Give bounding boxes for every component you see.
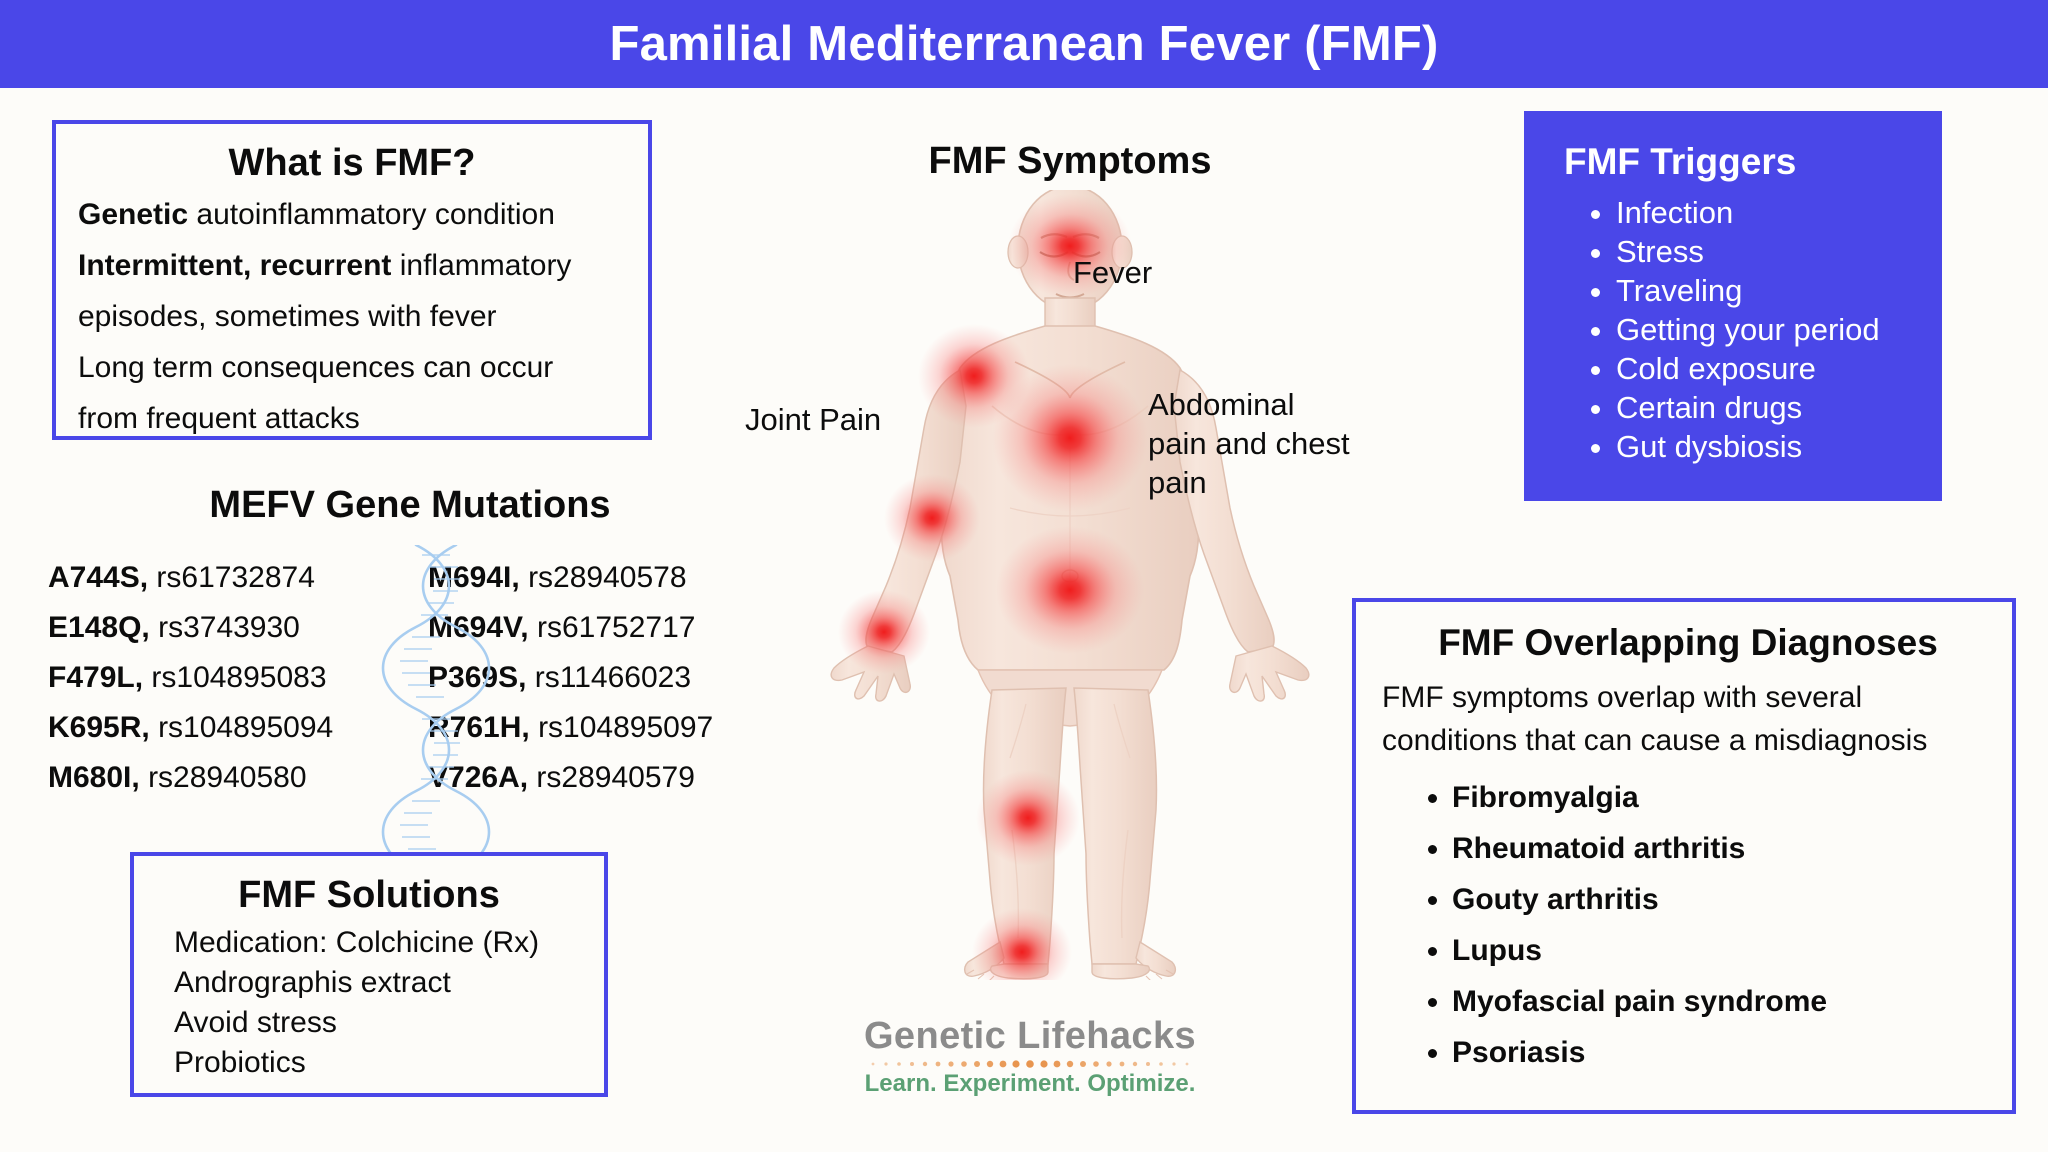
page-title: Familial Mediterranean Fever (FMF) [609,17,1439,71]
mefv-rsid: rs28940578 [528,561,687,594]
logo-name: Genetic Lifehacks [863,1015,1197,1057]
mefv-row: V726A, rs28940579 [428,753,780,803]
mefv-mutation: P369S, [428,661,527,694]
what-is-fmf-line-rest: episodes, sometimes with fever [78,300,497,333]
fmf-solutions-title: FMF Solutions [238,874,500,916]
fmf-overlap-item: Rheumatoid arthritis [1452,823,2002,874]
mefv-rsid: rs28940579 [536,761,695,794]
mefv-row: K695R, rs104895094 [48,703,400,753]
mefv-rsid: rs28940580 [148,761,307,794]
symptom-label-joint-pain: Joint Pain [745,402,882,437]
pain-marker-abdomen [996,526,1144,654]
what-is-fmf-panel: What is FMF? Genetic autoinflammatory co… [52,120,652,440]
mefv-row: M694I, rs28940578 [428,553,780,603]
page-header: Familial Mediterranean Fever (FMF) [0,0,2048,88]
what-is-fmf-title: What is FMF? [228,142,476,184]
mefv-title: MEFV Gene Mutations [209,484,611,526]
fmf-overlap-item: Fibromyalgia [1452,772,2002,823]
fmf-solutions-panel: FMF Solutions Medication: Colchicine (Rx… [130,852,608,1097]
fmf-trigger-item: Gut dysbiosis [1616,427,1932,466]
mefv-rsid: rs11466023 [534,661,692,694]
symptom-label-fever: Fever [1073,255,1153,290]
what-is-fmf-line: Genetic autoinflammatory condition [78,189,626,240]
mefv-row: E148Q, rs3743930 [48,603,400,653]
mefv-mutation: K695R, [48,711,150,744]
fmf-trigger-item: Traveling [1616,271,1932,310]
mefv-rsid: rs61732874 [156,561,315,594]
mefv-left-column: A744S, rs61732874 E148Q, rs3743930 F479L… [40,553,400,803]
fmf-solutions-item: Andrographis extract [174,966,451,999]
what-is-fmf-line: Intermittent, recurrent inflammatory [78,240,626,291]
pain-marker-wrist [838,590,930,674]
fmf-solutions-item: Avoid stress [174,1006,337,1039]
mefv-mutation: E148Q, [48,611,150,644]
pain-markers [838,194,1148,980]
fmf-symptoms-title: FMF Symptoms [928,140,1212,182]
fmf-overlap-item: Myofascial pain syndrome [1452,976,2002,1027]
genetic-lifehacks-logo: Genetic Lifehacks [845,1015,1215,1098]
mefv-row: A744S, rs61732874 [48,553,400,603]
mefv-row: P369S, rs11466023 [428,653,780,703]
symptom-label-abdominal-chest-pain: Abdominal pain and chest pain [1148,387,1350,500]
mefv-mutation: A744S, [48,561,149,594]
what-is-fmf-line-rest: inflammatory [391,249,572,282]
mefv-right-column: M694I, rs28940578 M694V, rs61752717 P369… [400,553,780,803]
fmf-overlap-item: Lupus [1452,925,2002,976]
what-is-fmf-line: from frequent attacks [78,393,626,444]
pain-marker-chest [992,364,1148,512]
fmf-solutions-item: Medication: Colchicine (Rx) [174,926,540,959]
what-is-fmf-line: episodes, sometimes with fever [78,291,626,342]
fmf-solutions-item: Probiotics [174,1046,306,1079]
fmf-trigger-item: Stress [1616,232,1932,271]
what-is-fmf-line-rest: Long term consequences can occur [78,351,554,384]
fmf-trigger-item: Infection [1616,193,1932,232]
fmf-overlap-item: Gouty arthritis [1452,874,2002,925]
fmf-overlap-title: FMF Overlapping Diagnoses [1438,622,1938,663]
pain-marker-knee [976,770,1080,866]
fmf-overlap-list: Fibromyalgia Rheumatoid arthritis Gouty … [1374,772,2002,1078]
what-is-fmf-line-bold: Genetic [78,198,189,231]
mefv-rsid: rs104895097 [538,711,714,744]
fmf-overlapping-diagnoses-panel: FMF Overlapping Diagnoses FMF symptoms o… [1352,598,2016,1114]
logo-tagline: Learn. Experiment. Optimize. [864,1070,1196,1097]
mefv-columns: A744S, rs61732874 E148Q, rs3743930 F479L… [40,545,780,875]
mefv-mutation: V726A, [428,761,529,794]
mefv-row: F479L, rs104895083 [48,653,400,703]
pain-marker-elbow [884,474,980,562]
mefv-rsid: rs104895083 [151,661,327,694]
mefv-mutation: M680I, [48,761,140,794]
what-is-fmf-line-rest: from frequent attacks [78,402,360,435]
mefv-mutation: M694I, [428,561,520,594]
mefv-mutation: R761H, [428,711,530,744]
mefv-mutation: M694V, [428,611,529,644]
mefv-rsid: rs61752717 [536,611,696,644]
mefv-row: M694V, rs61752717 [428,603,780,653]
logo-dot-divider [845,1059,1215,1069]
fmf-trigger-item: Certain drugs [1616,388,1932,427]
fmf-triggers-panel: FMF Triggers Infection Stress Traveling … [1524,111,1942,501]
mefv-rsid: rs104895094 [158,711,334,744]
what-is-fmf-line-bold: Intermittent, recurrent [78,249,392,282]
human-body-diagram [830,190,1310,980]
mefv-gene-mutations-section: MEFV Gene Mutations A744S, rs61732874 E1… [40,484,780,875]
fmf-triggers-title: FMF Triggers [1564,141,1797,182]
mefv-mutation: F479L, [48,661,144,694]
fmf-overlap-item: Psoriasis [1452,1027,2002,1078]
mefv-row: M680I, rs28940580 [48,753,400,803]
fmf-overlap-intro-line: FMF symptoms overlap with several [1382,681,1863,714]
fmf-overlap-intro-line: conditions that can cause a misdiagnosis [1382,724,1928,757]
fmf-trigger-item: Getting your period [1616,310,1932,349]
dot-divider-icon [871,1060,1189,1068]
pain-marker-head-fever [1008,194,1132,298]
what-is-fmf-line-rest: autoinflammatory condition [188,198,555,231]
pain-marker-ankle [972,908,1072,980]
fmf-trigger-item: Cold exposure [1616,349,1932,388]
mefv-row: R761H, rs104895097 [428,703,780,753]
mefv-rsid: rs3743930 [158,611,300,644]
what-is-fmf-line: Long term consequences can occur [78,342,626,393]
fmf-triggers-list: Infection Stress Traveling Getting your … [1554,193,1932,466]
